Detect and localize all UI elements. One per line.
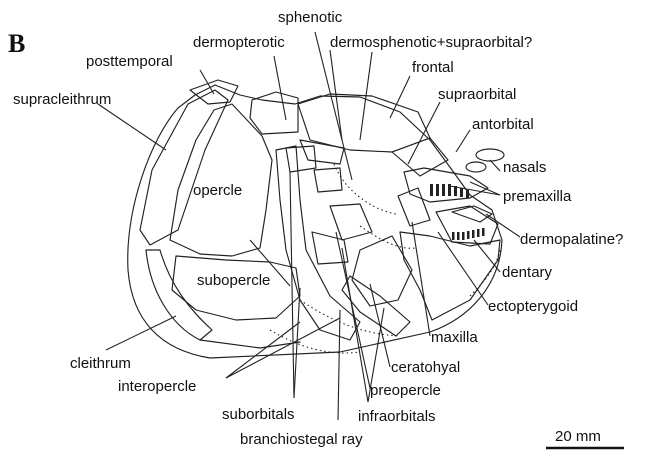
label-ectopterygoid: ectopterygoid [488, 298, 578, 315]
suborbital-2 [314, 168, 342, 192]
label-interopercle: interopercle [118, 378, 196, 395]
head-outline [128, 85, 502, 358]
label-maxilla: maxilla [431, 329, 478, 346]
label-posttemporal: posttemporal [86, 53, 173, 70]
label-antorbital: antorbital [472, 116, 534, 133]
dermopterotic-bone [250, 92, 298, 134]
label-supracleithrum: supracleithrum [13, 91, 111, 108]
nasal-bone-1 [476, 149, 504, 161]
label-opercle: opercle [193, 182, 242, 199]
antorbital-bone [398, 188, 430, 226]
posttemporal-bone [190, 80, 238, 104]
cleithrum-bone [146, 250, 212, 340]
dotted-outlines [270, 164, 500, 353]
label-dermosphenotic: dermosphenotic+supraorbital? [330, 34, 532, 51]
label-dermopterotic: dermopterotic [193, 34, 285, 51]
label-cleithrum: cleithrum [70, 355, 131, 372]
panel-letter: B [8, 29, 25, 58]
label-suborbitals: suborbitals [222, 406, 295, 423]
nasal-bone-2 [466, 162, 486, 172]
label-premaxilla: premaxilla [503, 188, 572, 205]
suborbital-4 [312, 232, 348, 264]
label-ceratohyal: ceratohyal [391, 359, 460, 376]
label-infraorbitals: infraorbitals [358, 408, 436, 425]
label-sphenotic: sphenotic [278, 9, 343, 26]
scale-bar: 20 mm [546, 428, 624, 448]
label-dermopalatine: dermopalatine? [520, 231, 623, 248]
scale-bar-label: 20 mm [555, 428, 601, 445]
suborbital-1 [286, 146, 316, 172]
label-frontal: frontal [412, 59, 454, 76]
label-supraorbital: supraorbital [438, 86, 516, 103]
maxilla-bone [400, 232, 500, 320]
label-subopercle: subopercle [197, 272, 270, 289]
label-dentary: dentary [502, 264, 553, 281]
label-branchiostegal: branchiostegal ray [240, 431, 363, 448]
label-nasals: nasals [503, 159, 546, 176]
infraorbital-bone [352, 236, 412, 306]
dermosphenotic-bone [300, 140, 344, 164]
skull-outline [128, 80, 504, 358]
label-preopercle: preopercle [370, 382, 441, 399]
supracleithrum-bone [140, 90, 228, 245]
preopercle-bone [276, 146, 360, 340]
labels: sphenotic dermopterotic dermosphenotic+s… [13, 9, 623, 448]
